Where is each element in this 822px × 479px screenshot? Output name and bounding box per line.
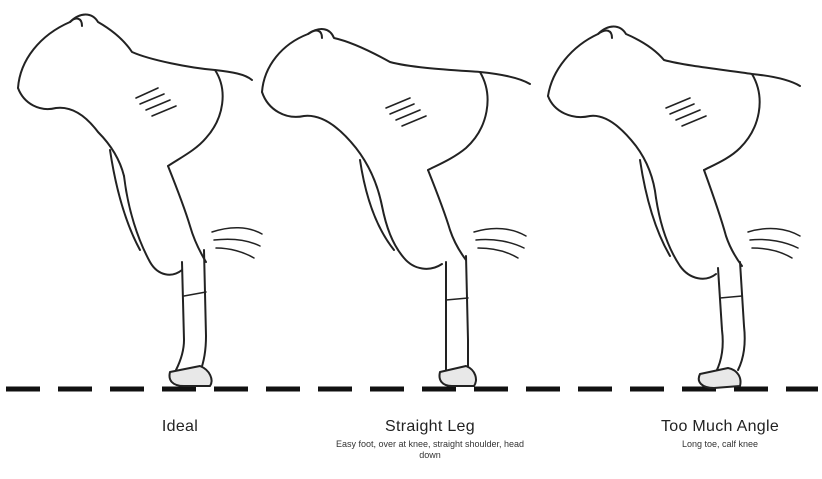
caption-ideal: Ideal [110,418,250,436]
caption-straight-leg-title: Straight Leg [330,418,530,436]
horse-too-much-angle [548,27,800,389]
caption-too-much-angle-title: Too Much Angle [620,418,820,436]
caption-too-much-angle-note: Long toe, calf knee [620,439,820,450]
horse-straight-leg [262,29,530,386]
caption-too-much-angle: Too Much Angle Long toe, calf knee [620,418,820,450]
horse-ideal [18,15,262,387]
caption-ideal-title: Ideal [110,418,250,436]
caption-straight-leg-note: Easy foot, over at knee, straight should… [330,439,530,461]
caption-straight-leg: Straight Leg Easy foot, over at knee, st… [330,418,530,461]
